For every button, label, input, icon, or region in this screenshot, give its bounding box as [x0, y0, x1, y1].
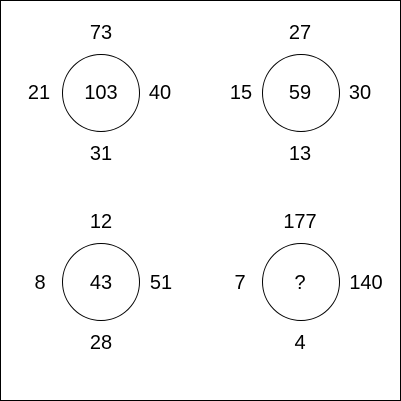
center-number: 103	[84, 82, 118, 104]
circle-group-3: 12 8 43 51 28	[1, 201, 201, 401]
bottom-number: 4	[294, 332, 306, 354]
circle-outline	[62, 54, 140, 132]
bottom-number: 13	[288, 143, 312, 165]
circle-group-2: 27 15 59 30 13	[201, 1, 401, 201]
right-number: 51	[149, 272, 173, 294]
center-number: 43	[89, 272, 113, 294]
top-number: 12	[89, 211, 113, 233]
circle-group-4: 177 7 ? 140 4	[201, 201, 401, 401]
circle-outline	[262, 243, 340, 321]
left-number: 8	[34, 272, 46, 294]
right-number: 40	[148, 82, 172, 104]
bottom-number: 31	[89, 143, 113, 165]
center-number: 59	[288, 82, 312, 104]
circle-outline	[262, 54, 340, 132]
left-number: 7	[234, 272, 246, 294]
left-number: 21	[27, 82, 51, 104]
top-number: 177	[283, 211, 317, 233]
circle-outline	[62, 243, 140, 321]
circle-group-1: 73 21 103 40 31	[1, 1, 201, 201]
right-number: 30	[348, 82, 372, 104]
left-number: 15	[229, 82, 253, 104]
top-number: 27	[288, 22, 312, 44]
top-number: 73	[89, 22, 113, 44]
bottom-number: 28	[89, 332, 113, 354]
center-number: ?	[294, 272, 306, 294]
right-number: 140	[349, 272, 383, 294]
